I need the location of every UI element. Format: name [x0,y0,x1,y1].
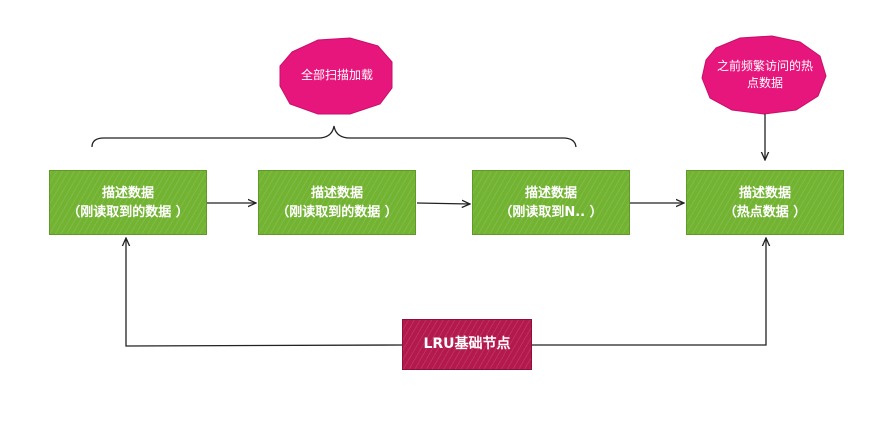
data-node-1-title: 描述数据 [101,185,154,201]
data-node-4-subtitle: （热点数据 ） [723,204,807,220]
lru-to-box4-link [532,238,766,346]
hot-data-callout: 之前频繁访问的热 点数据 [704,58,826,92]
scan-range-brace [91,125,577,148]
data-node-1-subtitle: （刚读取到的数据 ） [67,204,189,220]
data-node-2-subtitle: （刚读取到的数据 ） [276,204,398,220]
arrow-box2-to-box3 [416,203,470,204]
lru-base-node-label: LRU基础节点 [423,336,511,352]
full-scan-callout-shape [279,37,393,115]
hot-data-line1: 之前频繁访问的热 [716,59,813,73]
data-node-3-subtitle: （刚读取到N.. ） [499,204,603,220]
data-node-2: 描述数据 （刚读取到的数据 ） [258,170,416,235]
lru-to-box1-link [126,238,403,347]
data-node-3: 描述数据 （刚读取到N.. ） [472,170,630,235]
data-node-4: 描述数据 （热点数据 ） [686,170,844,235]
data-node-1: 描述数据 （刚读取到的数据 ） [49,170,207,235]
hot-data-callout-shape [701,35,827,115]
full-scan-callout: 全部扫描加载 [282,67,392,84]
data-node-4-title: 描述数据 [738,185,791,201]
full-scan-label: 全部扫描加载 [300,68,373,82]
lru-base-node: LRU基础节点 [402,319,532,370]
data-node-2-title: 描述数据 [310,185,363,201]
hot-data-line2: 点数据 [746,76,783,90]
data-node-3-title: 描述数据 [524,185,577,201]
